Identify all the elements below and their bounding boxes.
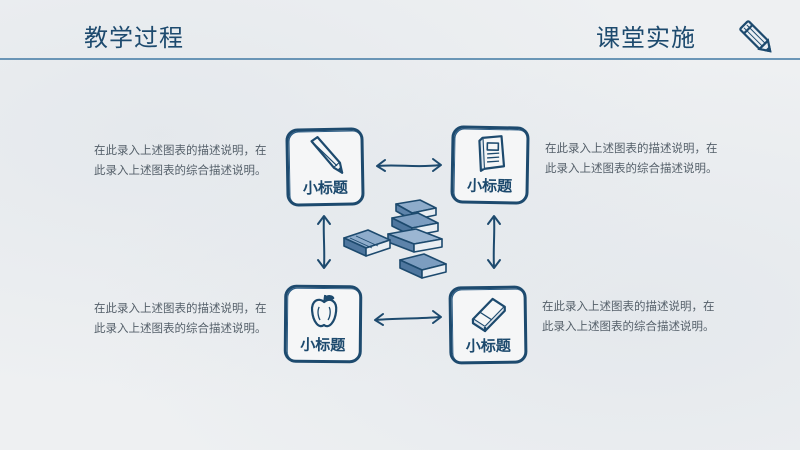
description-line: 此录入上述图表的综合描述说明。 xyxy=(545,161,718,175)
description-top-left: 在此录入上述图表的描述说明，在 此录入上述图表的综合描述说明。 xyxy=(94,140,294,180)
description-line: 在此录入上述图表的描述说明，在 xyxy=(94,301,267,315)
node-label: 小标题 xyxy=(466,176,513,196)
description-top-right: 在此录入上述图表的描述说明，在 此录入上述图表的综合描述说明。 xyxy=(545,138,745,178)
node-top-left[interactable]: 小标题 xyxy=(285,127,365,207)
description-bottom-left: 在此录入上述图表的描述说明，在 此录入上述图表的综合描述说明。 xyxy=(94,298,294,338)
eraser-icon xyxy=(471,297,506,333)
description-line: 在此录入上述图表的描述说明，在 xyxy=(545,141,718,155)
arrow-right-vertical xyxy=(487,215,501,269)
arrow-top-horizontal xyxy=(376,158,442,172)
section-title: 教学过程 xyxy=(84,24,184,52)
description-line: 在此录入上述图表的描述说明，在 xyxy=(94,143,267,157)
description-line: 在此录入上述图表的描述说明，在 xyxy=(542,299,715,313)
pencil-icon xyxy=(739,20,772,53)
header-divider xyxy=(0,58,800,60)
arrow-bottom-horizontal xyxy=(374,310,442,326)
description-line: 此录入上述图表的综合描述说明。 xyxy=(94,321,267,335)
apple-icon xyxy=(311,294,338,328)
node-bottom-right[interactable]: 小标题 xyxy=(448,285,528,365)
subsection-title: 课堂实施 xyxy=(596,24,696,52)
arrow-left-vertical xyxy=(317,215,331,269)
pencil-icon xyxy=(310,136,344,174)
description-line: 此录入上述图表的综合描述说明。 xyxy=(94,163,267,177)
description-line: 此录入上述图表的综合描述说明。 xyxy=(542,319,715,333)
books-illustration xyxy=(343,199,447,279)
node-bottom-left[interactable]: 小标题 xyxy=(283,284,363,364)
description-bottom-right: 在此录入上述图表的描述说明，在 此录入上述图表的综合描述说明。 xyxy=(542,296,742,336)
node-label: 小标题 xyxy=(465,336,511,356)
notebook-icon xyxy=(478,135,506,172)
node-top-right[interactable]: 小标题 xyxy=(450,125,530,205)
node-label: 小标题 xyxy=(300,335,346,355)
